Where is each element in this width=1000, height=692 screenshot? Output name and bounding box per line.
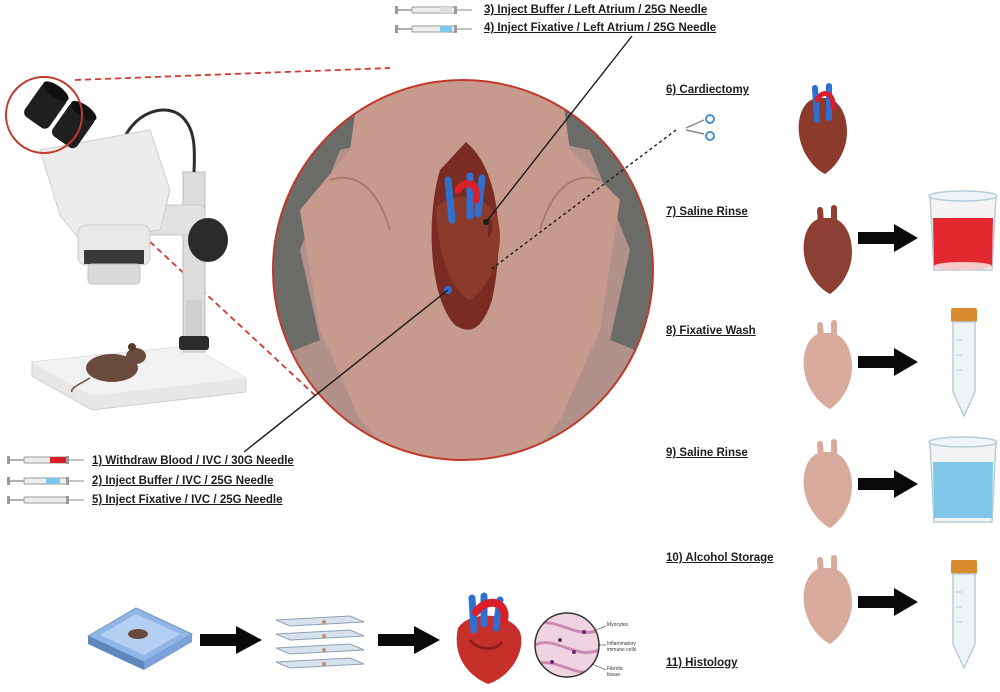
microscope-slides-icon: [275, 615, 365, 669]
step-5-label: 5) Inject Fixative / IVC / 25G Needle: [92, 494, 283, 506]
histology-label-myocytes: Myocytes: [607, 622, 629, 628]
histology-label-fibrotic-tissue: Fibrotic tissue: [607, 666, 624, 678]
stereo-microscope-icon: [5, 76, 247, 411]
heart-saline-rinse: [803, 205, 852, 294]
syringe-icon: [6, 5, 473, 505]
step-4-label: 4) Inject Fixative / Left Atrium / 25G N…: [484, 22, 717, 34]
heart-fixative-wash: [803, 320, 852, 409]
tissue-cassette-icon: [86, 607, 194, 670]
heart-anatomy-icon: [456, 592, 522, 684]
heart-second-saline-rinse: [803, 439, 852, 528]
step-11-label: 11) Histology: [666, 657, 738, 669]
step-8-label: 8) Fixative Wash: [666, 325, 756, 337]
heart-alcohol-storage: [803, 555, 852, 644]
scissors-icon: [685, 114, 715, 141]
heart-cardiectomy: [798, 83, 847, 174]
beaker-red: [928, 190, 998, 271]
step-7-label: 7) Saline Rinse: [666, 206, 748, 218]
beaker-blue: [928, 436, 998, 523]
conical-tube-alcohol: [951, 560, 977, 670]
mouse-icon: [71, 343, 146, 393]
arrow-icon: [200, 224, 918, 654]
step-9-label: 9) Saline Rinse: [666, 447, 748, 459]
histology-label-immune-cells: Inflammatory immune cells: [607, 641, 637, 653]
step-2-label: 2) Inject Buffer / IVC / 25G Needle: [92, 475, 274, 487]
step-6-label: 6) Cardiectomy: [666, 84, 750, 96]
magnified-surgery-view: [272, 79, 654, 461]
histology-circle-icon: [534, 612, 607, 678]
step-3-label: 3) Inject Buffer / Left Atrium / 25G Nee…: [484, 4, 708, 16]
conical-tube-fixative: [951, 308, 977, 418]
step-1-label: 1) Withdraw Blood / IVC / 30G Needle: [92, 455, 294, 467]
step-10-label: 10) Alcohol Storage: [666, 552, 774, 564]
needle-lines: [243, 35, 677, 453]
